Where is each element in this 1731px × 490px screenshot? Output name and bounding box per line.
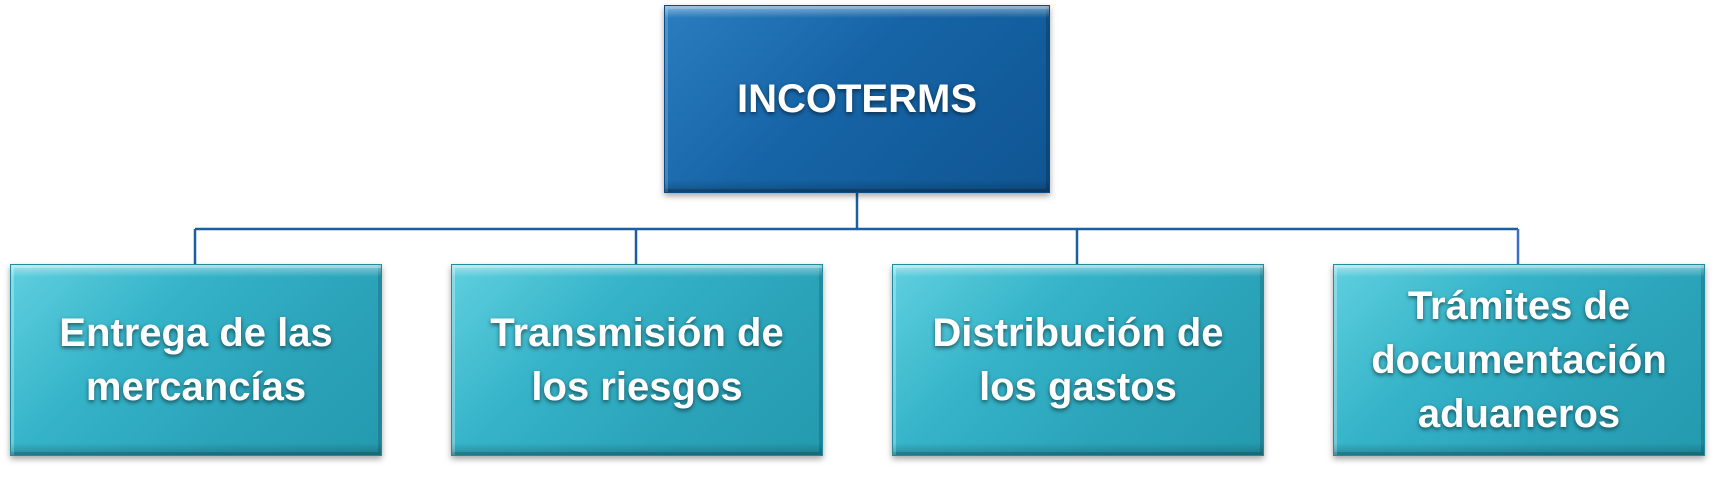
child-node-entrega: Entrega de las mercancías [10,264,382,456]
child-2-line-1: Transmisión de [490,311,784,355]
child-4-line-3: aduaneros [1417,392,1621,436]
child-3-line-2: los gastos [979,365,1177,409]
child-node-label: Distribución de los gastos [932,306,1223,414]
child-node-distribucion: Distribución de los gastos [892,264,1264,456]
root-node-label: INCOTERMS [737,76,977,121]
child-node-label: Trámites de documentación aduaneros [1371,279,1667,441]
child-node-label: Entrega de las mercancías [59,306,332,414]
child-1-line-1: Entrega de las [59,311,333,355]
child-2-line-2: los riesgos [531,365,743,409]
child-3-line-1: Distribución de [932,311,1224,355]
root-node-incoterms: INCOTERMS [664,5,1050,193]
child-4-line-2: documentación [1371,338,1667,382]
child-node-tramites: Trámites de documentación aduaneros [1333,264,1705,456]
child-node-transmision: Transmisión de los riesgos [451,264,823,456]
child-1-line-2: mercancías [85,365,307,409]
child-node-label: Transmisión de los riesgos [490,306,783,414]
child-4-line-1: Trámites de [1407,284,1631,328]
